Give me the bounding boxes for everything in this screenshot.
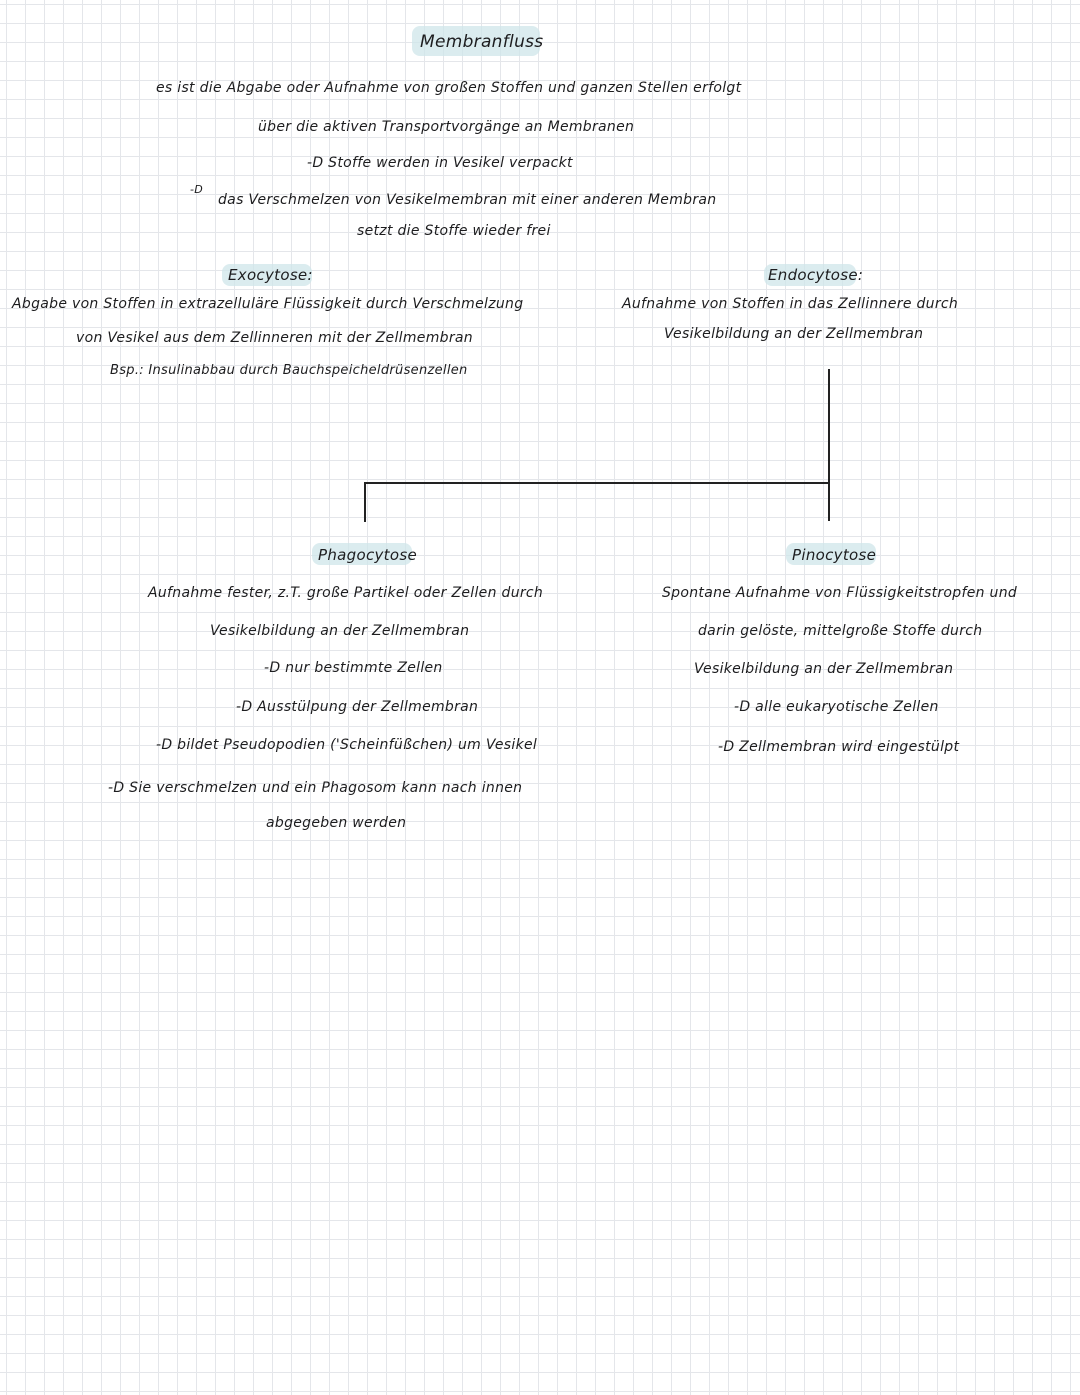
endocytose-line-1: Aufnahme von Stoffen in das Zellinnere d… xyxy=(622,296,959,312)
phagocytose-highlight xyxy=(312,543,412,565)
endocytose-line-2: Vesikelbildung an der Zellmembran xyxy=(664,326,924,342)
intro-arrow: -D xyxy=(190,183,204,196)
pinocytose-line-4: -D alle eukaryotische Zellen xyxy=(734,699,939,715)
phagocytose-line-1: Aufnahme fester, z.T. große Partikel ode… xyxy=(148,585,544,601)
pinocytose-highlight xyxy=(786,543,876,565)
phagocytose-heading: Phagocytose xyxy=(318,546,417,564)
pinocytose-line-5: -D Zellmembran wird eingestülpt xyxy=(718,739,960,755)
phagocytose-line-4: -D Ausstülpung der Zellmembran xyxy=(236,699,479,715)
exocytose-line-1: Abgabe von Stoffen in extrazelluläre Flü… xyxy=(12,296,524,312)
phagocytose-line-7: abgegeben werden xyxy=(266,815,407,831)
phagocytose-line-2: Vesikelbildung an der Zellmembran xyxy=(210,623,470,639)
phagocytose-line-6: -D Sie verschmelzen und ein Phagosom kan… xyxy=(108,780,523,796)
connector-vertical-left xyxy=(364,482,366,522)
pinocytose-line-2: darin gelöste, mittelgroße Stoffe durch xyxy=(698,623,983,639)
intro-line-3: -D Stoffe werden in Vesikel verpackt xyxy=(307,155,573,171)
title-highlight xyxy=(412,26,540,56)
pinocytose-line-1: Spontane Aufnahme von Flüssigkeitstropfe… xyxy=(662,585,1018,601)
phagocytose-line-3: -D nur bestimmte Zellen xyxy=(264,660,443,676)
exocytose-example: Bsp.: Insulinabbau durch Bauchspeicheldr… xyxy=(110,363,468,378)
intro-line-4: das Verschmelzen von Vesikelmembran mit … xyxy=(218,192,717,208)
intro-line-5: setzt die Stoffe wieder frei xyxy=(357,223,551,239)
pinocytose-heading: Pinocytose xyxy=(792,546,877,564)
intro-line-1: es ist die Abgabe oder Aufnahme von groß… xyxy=(156,80,742,96)
exocytose-heading: Exocytose: xyxy=(228,266,313,284)
endocytose-highlight xyxy=(764,264,856,286)
connector-vertical-main xyxy=(828,369,830,521)
page-title: Membranfluss xyxy=(420,32,544,52)
intro-line-2: über die aktiven Transportvorgänge an Me… xyxy=(258,119,635,135)
phagocytose-line-5: -D bildet Pseudopodien ('Scheinfüßchen) … xyxy=(156,737,538,753)
endocytose-heading: Endocytose: xyxy=(768,266,864,284)
exocytose-highlight xyxy=(222,264,312,286)
connector-horizontal xyxy=(364,482,830,484)
exocytose-line-2: von Vesikel aus dem Zellinneren mit der … xyxy=(76,330,473,346)
pinocytose-line-3: Vesikelbildung an der Zellmembran xyxy=(694,661,954,677)
